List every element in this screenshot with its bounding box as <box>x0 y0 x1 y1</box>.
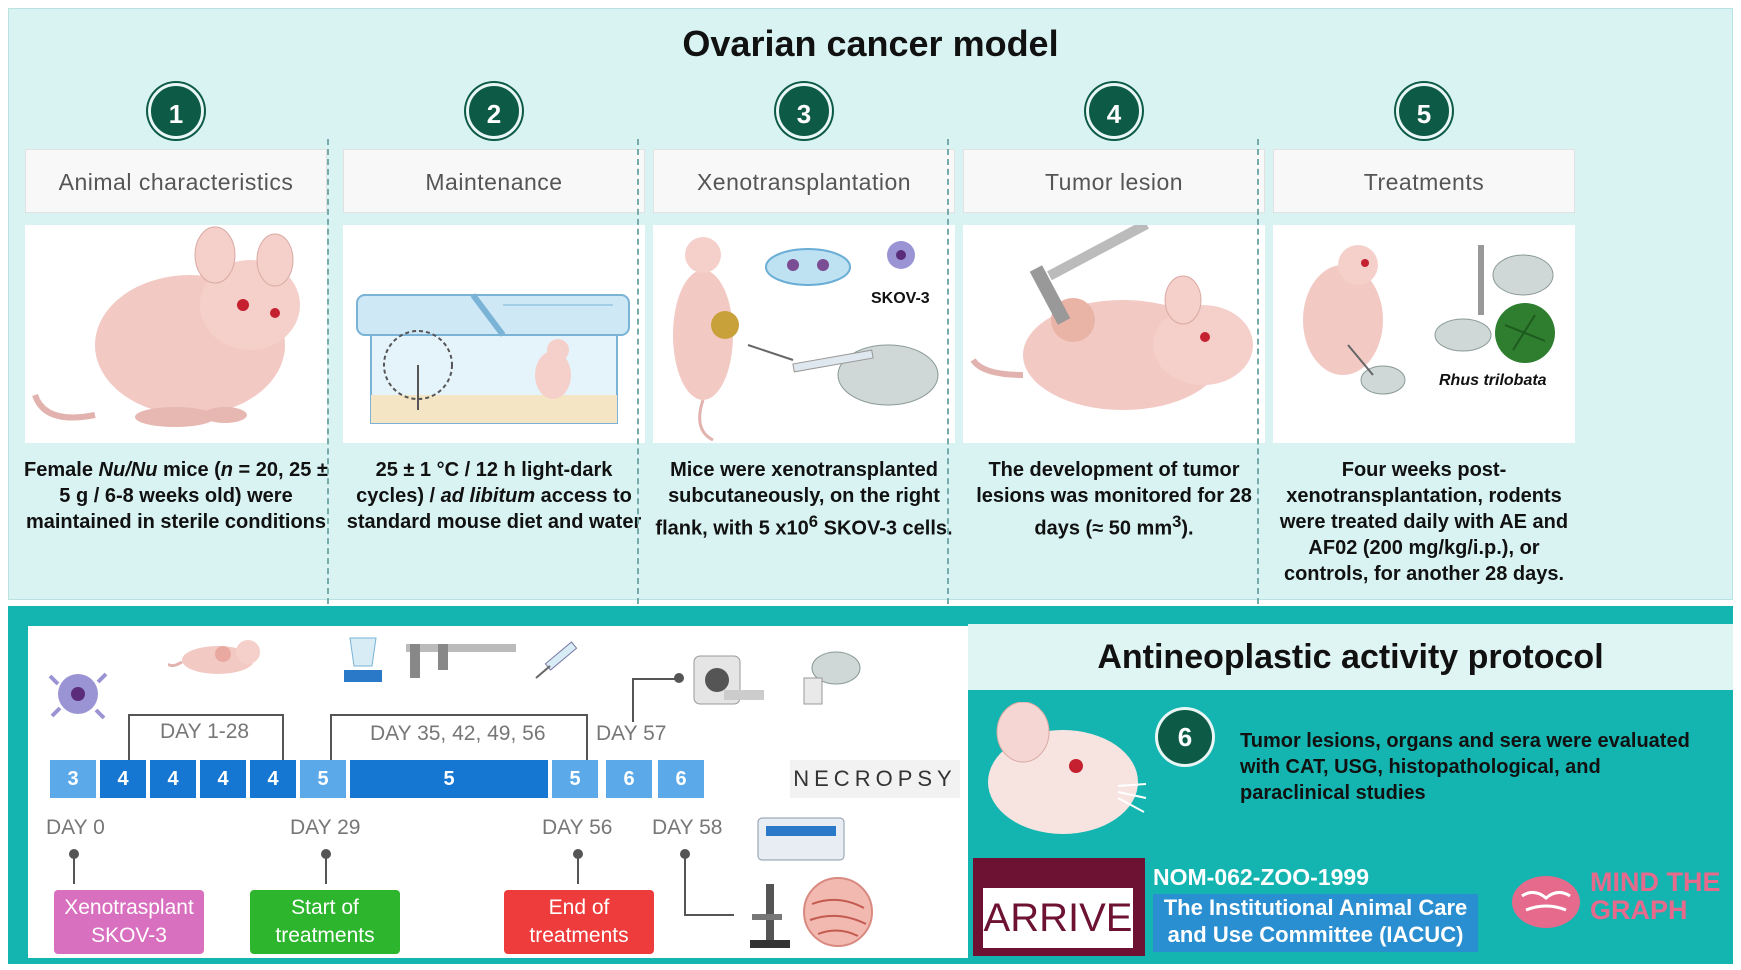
ovarian-cancer-model-panel: Ovarian cancer model 1 Animal characteri… <box>8 8 1733 604</box>
column-divider <box>327 139 329 604</box>
label-day-56: DAY 56 <box>542 816 613 839</box>
timeline-step-3: 3 <box>50 760 96 798</box>
step-4-header: Tumor lesion <box>963 149 1265 213</box>
step-1-column: 1 Animal characteristics Female Nu/Nu mi… <box>17 79 335 589</box>
timeline-step-5: 5 <box>552 760 598 798</box>
step-5-header: Treatments <box>1273 149 1575 213</box>
day-57-dot <box>674 673 684 683</box>
step-number-5: 5 <box>1396 83 1452 139</box>
timeline-step-5: 5 <box>300 760 346 798</box>
step-3-header: Xenotransplantation <box>653 149 955 213</box>
nude-mouse-image <box>25 225 327 443</box>
timeline: DAY 1-28 DAY 35, 42, 49, 56 DAY 57 3 4 4… <box>28 626 968 958</box>
nom-standard-label: NOM-062-ZOO-1999 <box>1153 864 1370 890</box>
step-number-3: 3 <box>776 83 832 139</box>
mouse-icon <box>168 640 260 674</box>
label-day-0: DAY 0 <box>46 816 105 839</box>
analyzer-icon <box>757 817 845 861</box>
mind-the-graph-logo: MIND THE GRAPH <box>1508 864 1728 944</box>
protocol-title: Antineoplastic activity protocol <box>968 624 1733 690</box>
day-57-stem <box>632 678 634 722</box>
label-day-35-42-49-56: DAY 35, 42, 49, 56 <box>370 722 546 745</box>
label-day-58: DAY 58 <box>652 816 723 839</box>
mouse-head-icon <box>988 702 1147 834</box>
step-number-4: 4 <box>1086 83 1142 139</box>
main-title: Ovarian cancer model <box>682 23 1059 64</box>
timeline-step-5: 5 <box>350 760 548 798</box>
day-56-stem <box>577 854 579 884</box>
rhus-trilobata-label: Rhus trilobata <box>1439 372 1547 389</box>
treatment-image: Rhus trilobata <box>1273 225 1575 443</box>
bracket-day-35-56 <box>330 714 588 760</box>
step-2-column: 2 Maintenance 25 ± 1 °C / 12 h light-dar… <box>335 79 653 589</box>
tumor-lesion-image <box>963 219 1265 443</box>
arrive-logo-text: ARRIVE <box>983 888 1133 948</box>
antineoplastic-protocol-panel: DAY 1-28 DAY 35, 42, 49, 56 DAY 57 3 4 4… <box>8 606 1733 964</box>
step-2-header: Maintenance <box>343 149 645 213</box>
timeline-step-4: 4 <box>250 760 296 798</box>
start-treatments-event: Start of treatments <box>250 890 400 954</box>
timeline-step-4: 4 <box>200 760 246 798</box>
column-divider <box>637 139 639 604</box>
label-day-57: DAY 57 <box>596 722 667 745</box>
xenotransplant-event: Xenotrasplant SKOV-3 <box>54 890 204 954</box>
step-1-header: Animal characteristics <box>25 149 327 213</box>
label-day-29: DAY 29 <box>290 816 361 839</box>
step-3-description: Mice were xenotransplanted subcutaneousl… <box>655 459 953 540</box>
timeline-step-4: 4 <box>150 760 196 798</box>
ct-scanner-icon <box>693 655 764 705</box>
skov3-cell-icon <box>48 672 108 720</box>
bracket-day-1-28 <box>128 714 284 760</box>
microscope-icon <box>750 884 790 948</box>
day-57-connector <box>632 678 676 680</box>
step-number-1: 1 <box>148 83 204 139</box>
step-3-column: 3 Xenotransplantation SKOV-3 Mice were x… <box>645 79 963 589</box>
xenotransplant-image: SKOV-3 <box>653 225 955 443</box>
step-number-2: 2 <box>466 83 522 139</box>
step-1-description: Female Nu/Nu mice (n = 20, 25 ± 5 g / 6-… <box>24 459 328 533</box>
day-29-stem <box>325 854 327 884</box>
syringe-icon <box>535 641 578 679</box>
end-treatments-event: End of treatments <box>504 890 654 954</box>
timeline-step-4: 4 <box>100 760 146 798</box>
mouse-cage-image <box>343 225 645 443</box>
step-2-description: 25 ± 1 °C / 12 h light-dark cycles) / ad… <box>346 459 642 533</box>
timeline-step-6: 6 <box>658 760 704 798</box>
caliper-icon <box>406 644 516 678</box>
brain-icon <box>1512 876 1580 928</box>
column-divider <box>947 139 949 604</box>
timeline-step-6: 6 <box>606 760 652 798</box>
histology-icon <box>803 877 873 947</box>
arrive-logo: ARRIVE <box>973 858 1145 956</box>
day-0-stem <box>73 854 75 884</box>
skov3-label: SKOV-3 <box>871 290 930 307</box>
mind-the-graph-text: MIND THE GRAPH <box>1590 867 1721 925</box>
iacuc-label: The Institutional Animal Care and Use Co… <box>1153 894 1478 952</box>
ultrasound-icon <box>803 651 861 705</box>
step-5-description: Four weeks post-xenotransplantation, rod… <box>1279 459 1569 585</box>
step-5-column: 5 Treatments Rhus trilobata Four weeks p… <box>1265 79 1583 589</box>
protocol-description: Tumor lesions, organs and sera were eval… <box>1240 730 1690 804</box>
scale-icon <box>344 637 382 682</box>
step-4-description: The development of tumor lesions was mon… <box>976 459 1252 540</box>
step-4-column: 4 Tumor lesion The development of tumor … <box>955 79 1273 589</box>
day-58-connector <box>684 914 734 916</box>
day-58-stem <box>684 854 686 916</box>
label-day-1-28: DAY 1-28 <box>160 720 250 743</box>
necropsy-label: NECROPSY <box>790 760 960 798</box>
step-number-6: 6 <box>1158 710 1212 764</box>
column-divider <box>1257 139 1259 604</box>
